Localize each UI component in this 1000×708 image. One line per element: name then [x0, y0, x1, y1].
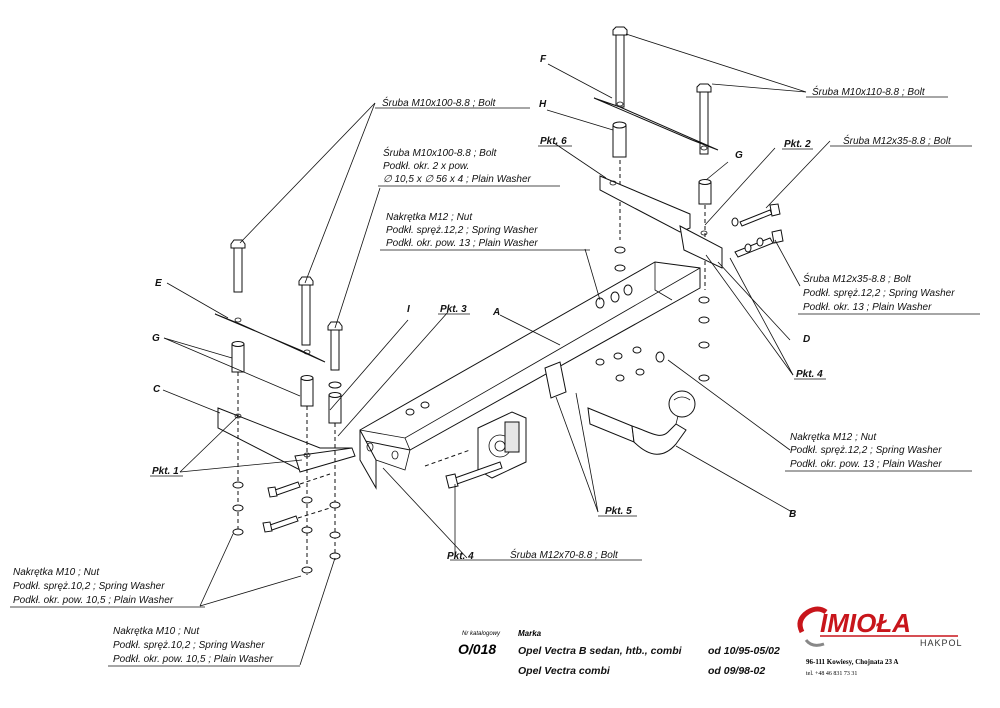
- catalog-number: O/018: [458, 641, 496, 657]
- svg-text:Podkł. okr. pow. 10,5 ; Plain: Podkł. okr. pow. 10,5 ; Plain Washer: [113, 654, 274, 665]
- svg-text:Podkł. okr. pow. 13 ; Plain Wa: Podkł. okr. pow. 13 ; Plain Washer: [386, 238, 538, 249]
- phone: tel. +48 46 831 73 31: [806, 671, 857, 677]
- svg-text:Nakrętka M10 ; Nut: Nakrętka M10 ; Nut: [13, 567, 100, 578]
- svg-text:Marka: Marka: [518, 629, 542, 638]
- spacer-g-right: [698, 179, 712, 205]
- spacer-g-left: [231, 341, 342, 424]
- svg-text:Podkł. spręż.12,2 ; Spring Was: Podkł. spręż.12,2 ; Spring Washer: [386, 225, 538, 236]
- svg-text:Nakrętka M12 ; Nut: Nakrętka M12 ; Nut: [790, 432, 877, 443]
- label-bolt-m10x110: Śruba M10x110-8.8 ; Bolt: [806, 85, 948, 98]
- svg-text:Śruba M12x35-8.8 ; Bolt: Śruba M12x35-8.8 ; Bolt: [803, 272, 912, 285]
- bolt-left-2: [298, 276, 314, 346]
- svg-text:Pkt. 5: Pkt. 5: [605, 506, 632, 517]
- svg-text:H: H: [539, 99, 547, 110]
- svg-text:Podkł. spręż.12,2 ; Spring Was: Podkł. spręż.12,2 ; Spring Washer: [803, 288, 955, 299]
- svg-text:Nr katalogowy: Nr katalogowy: [462, 631, 501, 637]
- svg-text:Pkt. 3: Pkt. 3: [440, 304, 467, 315]
- svg-text:od 10/95-05/02: od 10/95-05/02: [708, 645, 780, 657]
- label-bolt-m12x35: Śruba M12x35-8.8 ; Bolt: [830, 134, 972, 147]
- label-nut-m10-bottom: Nakrętka M10 ; Nut Podkł. spręż.10,2 ; S…: [108, 626, 300, 667]
- label-bolt-m10x100-washer: Śruba M10x100-8.8 ; Bolt Podkł. okr. 2 x…: [378, 146, 560, 187]
- svg-text:Śruba M12x70-8.8 ; Bolt: Śruba M12x70-8.8 ; Bolt: [510, 548, 619, 561]
- label-nut-m10-left: Nakrętka M10 ; Nut Podkł. spręż.10,2 ; S…: [10, 567, 205, 608]
- leader-lines: [162, 33, 831, 666]
- svg-text:Podkł. spręż.10,2 ; Spring Was: Podkł. spręż.10,2 ; Spring Washer: [13, 581, 165, 592]
- svg-text:E: E: [155, 278, 162, 289]
- label-nut-m12-right: Nakrętka M12 ; Nut Podkł. spręż.12,2 ; S…: [785, 432, 972, 472]
- svg-text:Pkt. 6: Pkt. 6: [540, 136, 567, 147]
- svg-text:F: F: [540, 54, 547, 65]
- bracket-right: [679, 225, 723, 269]
- bolt-left-3: [327, 321, 343, 371]
- end-bracket-left: [359, 429, 377, 490]
- svg-text:∅ 10,5 x ∅ 56 x 4 ; Plain Wash: ∅ 10,5 x ∅ 56 x 4 ; Plain Washer: [383, 174, 532, 185]
- plate-e: [214, 313, 326, 363]
- plate-f: [593, 97, 719, 151]
- svg-text:Śruba M12x35-8.8 ; Bolt: Śruba M12x35-8.8 ; Bolt: [843, 134, 952, 147]
- bolt-m12x35: [734, 203, 784, 258]
- svg-text:Podkł. okr. 13 ; Plain Washer: Podkł. okr. 13 ; Plain Washer: [803, 302, 932, 313]
- svg-text:IMIOŁA: IMIOŁA: [820, 608, 911, 638]
- crossbar-a: [359, 261, 701, 451]
- svg-text:Śruba M10x100-8.8 ; Bolt: Śruba M10x100-8.8 ; Bolt: [383, 146, 498, 159]
- svg-text:C: C: [153, 384, 161, 395]
- svg-text:Podkł. okr. pow. 10,5 ; Plain: Podkł. okr. pow. 10,5 ; Plain Washer: [13, 595, 174, 606]
- svg-text:Śruba M10x110-8.8 ; Bolt: Śruba M10x110-8.8 ; Bolt: [812, 85, 926, 98]
- svg-text:Podkł. spręż.10,2 ; Spring Was: Podkł. spręż.10,2 ; Spring Washer: [113, 640, 265, 651]
- imiola-logo: IMIOŁA HAKPOL: [797, 606, 963, 648]
- bolt-top-1: [612, 26, 628, 108]
- svg-text:Pkt. 2: Pkt. 2: [784, 139, 811, 150]
- label-bolt-m12x35-washers: Śruba M12x35-8.8 ; Bolt Podkł. spręż.12,…: [798, 272, 980, 315]
- svg-text:Podkł. okr. 2 x pow.: Podkł. okr. 2 x pow.: [383, 161, 469, 172]
- svg-text:Pkt. 4: Pkt. 4: [796, 369, 823, 380]
- svg-text:D: D: [803, 334, 810, 345]
- svg-text:B: B: [789, 509, 796, 520]
- label-bolt-m10x100: Śruba M10x100-8.8 ; Bolt: [375, 96, 530, 109]
- svg-text:Pkt. 1: Pkt. 1: [152, 466, 179, 477]
- svg-text:Opel Vectra B sedan, htb., com: Opel Vectra B sedan, htb., combi: [518, 645, 683, 657]
- svg-text:od 09/98-02: od 09/98-02: [708, 665, 765, 677]
- ball-mount-b: [587, 390, 696, 455]
- svg-text:I: I: [407, 304, 410, 315]
- bolt-top-2: [696, 83, 712, 155]
- point-markers: Pkt. 1 Pkt. 2 Pkt. 3 Pkt. 4 Pkt. 4 Pkt. …: [150, 136, 826, 562]
- title-block: Nr katalogowy Marka O/018 Opel Vectra B …: [458, 629, 780, 677]
- bolt-left-1: [230, 239, 246, 293]
- svg-text:G: G: [735, 150, 743, 161]
- svg-text:A: A: [492, 307, 500, 318]
- svg-text:Podkł. spręż.12,2 ; Spring Was: Podkł. spręż.12,2 ; Spring Washer: [790, 445, 942, 456]
- svg-text:HAKPOL: HAKPOL: [920, 638, 963, 648]
- svg-text:Śruba M10x100-8.8 ; Bolt: Śruba M10x100-8.8 ; Bolt: [382, 96, 497, 109]
- svg-text:Nakrętka M12 ; Nut: Nakrętka M12 ; Nut: [386, 212, 473, 223]
- svg-text:Pkt. 4: Pkt. 4: [447, 551, 474, 562]
- svg-text:Opel Vectra combi: Opel Vectra combi: [518, 665, 611, 677]
- address: 96-111 Kowiesy, Chojnata 23 A: [806, 658, 898, 666]
- spacer-h: [612, 121, 627, 158]
- bracket-right-top: [599, 175, 691, 233]
- svg-text:Podkł. okr. pow. 13 ; Plain Wa: Podkł. okr. pow. 13 ; Plain Washer: [790, 459, 942, 470]
- label-nut-m12-top: Nakrętka M12 ; Nut Podkł. spręż.12,2 ; S…: [380, 212, 590, 251]
- part-letters: F H G E G C I A B D: [152, 54, 810, 520]
- center-bracket: [544, 361, 567, 399]
- svg-text:Nakrętka M10 ; Nut: Nakrętka M10 ; Nut: [113, 626, 200, 637]
- svg-text:G: G: [152, 333, 160, 344]
- label-bolt-m12x70: Śruba M12x70-8.8 ; Bolt: [450, 548, 642, 561]
